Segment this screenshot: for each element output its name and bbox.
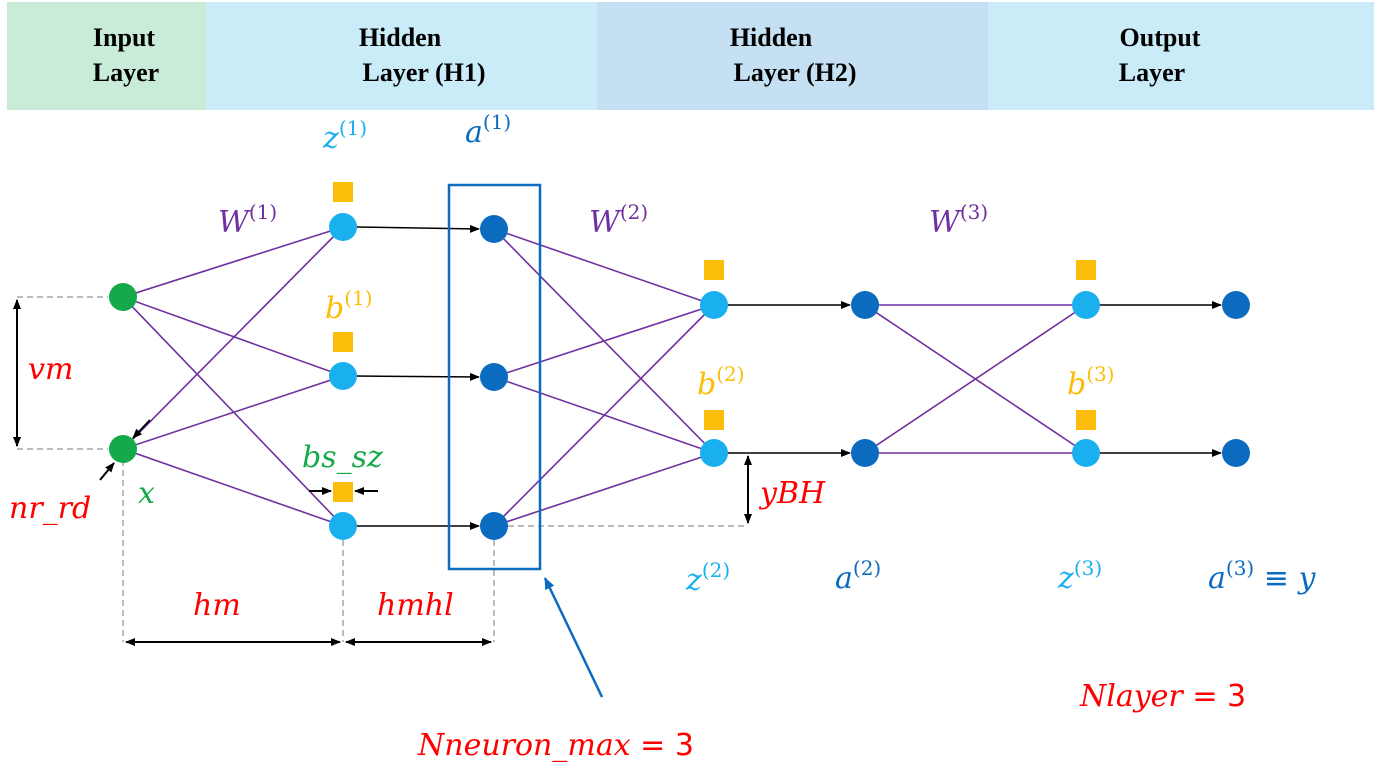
- guide-lines: [17, 296, 748, 642]
- activation-arrow: [354, 224, 480, 233]
- z1-node: [329, 213, 357, 241]
- weight-line: [122, 226, 344, 450]
- header-h2-line2: Layer (H2): [734, 58, 857, 87]
- nneuron-pointer-arrow: [543, 577, 604, 698]
- z1-node: [329, 362, 357, 390]
- bias-square: [333, 332, 353, 352]
- header-bar: Input Layer Hidden Layer (H1) Hidden Lay…: [7, 2, 1374, 110]
- header-input-line1: Input: [93, 23, 155, 52]
- nr-rd-arrow-in: [132, 419, 151, 439]
- header-h2-line1: Hidden: [730, 23, 813, 52]
- weight-line: [122, 448, 344, 527]
- nr-rd-arrow-out: [99, 462, 115, 481]
- label-a3-equiv-y: a(3) ≡ y: [1208, 556, 1316, 596]
- input-node: [109, 435, 137, 463]
- bias-square: [1076, 410, 1096, 430]
- nodes: [109, 213, 1250, 540]
- label-nr-rd: nr_rd: [9, 491, 91, 526]
- weight-line: [122, 296, 344, 527]
- a1-node: [480, 512, 508, 540]
- input-node: [109, 283, 137, 311]
- bias-squares: [333, 182, 1096, 502]
- bias-square: [704, 260, 724, 280]
- label-vm: vm: [28, 352, 73, 387]
- weight-line: [493, 304, 715, 527]
- z1-node: [329, 512, 357, 540]
- a3-node: [1222, 439, 1250, 467]
- activation-arrow: [354, 372, 480, 381]
- weight-line: [493, 228, 715, 306]
- label-W1: W(1): [218, 200, 277, 240]
- header-output-line1: Output: [1120, 23, 1201, 52]
- a2-node: [851, 291, 879, 319]
- bias-square: [333, 182, 353, 202]
- label-a2: a(2): [835, 556, 881, 596]
- weight-line: [122, 226, 344, 298]
- bias-square: [704, 410, 724, 430]
- weight-line: [493, 452, 715, 527]
- label-b2: b(2): [697, 362, 745, 402]
- header-input-band: [7, 2, 206, 110]
- a1-node: [480, 215, 508, 243]
- header-h1-line2: Layer (H1): [363, 58, 486, 87]
- header-output-line2: Layer: [1119, 58, 1185, 87]
- label-z2: z(2): [685, 558, 730, 598]
- bias-square: [333, 482, 353, 502]
- z2-node: [700, 439, 728, 467]
- bias-square: [1076, 260, 1096, 280]
- header-output-band: [988, 2, 1374, 110]
- label-b3: b(3): [1067, 362, 1115, 402]
- a3-node: [1222, 291, 1250, 319]
- label-hmhl: hmhl: [377, 588, 454, 623]
- header-input-line2: Layer: [93, 58, 159, 87]
- math-labels: z(1) a(1) W(1) b(1) W(2) W(3) b(2) b(3) …: [9, 110, 1316, 763]
- z3-node: [1072, 439, 1100, 467]
- label-bs-sz: bs_sz: [302, 440, 383, 475]
- label-x: x: [138, 476, 155, 511]
- header-h1-line1: Hidden: [359, 23, 442, 52]
- dimension-arrows: [13, 299, 752, 646]
- header-h1-band: [206, 2, 597, 110]
- label-z1: z(1): [322, 116, 367, 156]
- header-h2-band: [597, 2, 988, 110]
- label-hm: hm: [193, 588, 241, 623]
- label-nlayer: Nlayer = 3: [1079, 679, 1246, 714]
- label-z3: z(3): [1057, 556, 1102, 596]
- weight-line: [493, 304, 715, 378]
- activation-arrows: [354, 224, 1222, 530]
- weight-line: [122, 296, 344, 377]
- label-W2: W(2): [589, 200, 648, 240]
- label-ybh: yBH: [758, 476, 826, 511]
- weight-line: [864, 304, 1087, 454]
- weight-connections: [122, 226, 1087, 527]
- z3-node: [1072, 291, 1100, 319]
- z2-node: [700, 291, 728, 319]
- a2-node: [851, 439, 879, 467]
- weight-line: [122, 375, 344, 450]
- a1-node: [480, 363, 508, 391]
- label-b1: b(1): [325, 286, 373, 326]
- max-neuron-box: [447, 183, 542, 571]
- label-a1: a(1): [465, 110, 511, 150]
- label-W3: W(3): [929, 200, 988, 240]
- label-nneuron-max: Nneuron_max = 3: [417, 728, 694, 763]
